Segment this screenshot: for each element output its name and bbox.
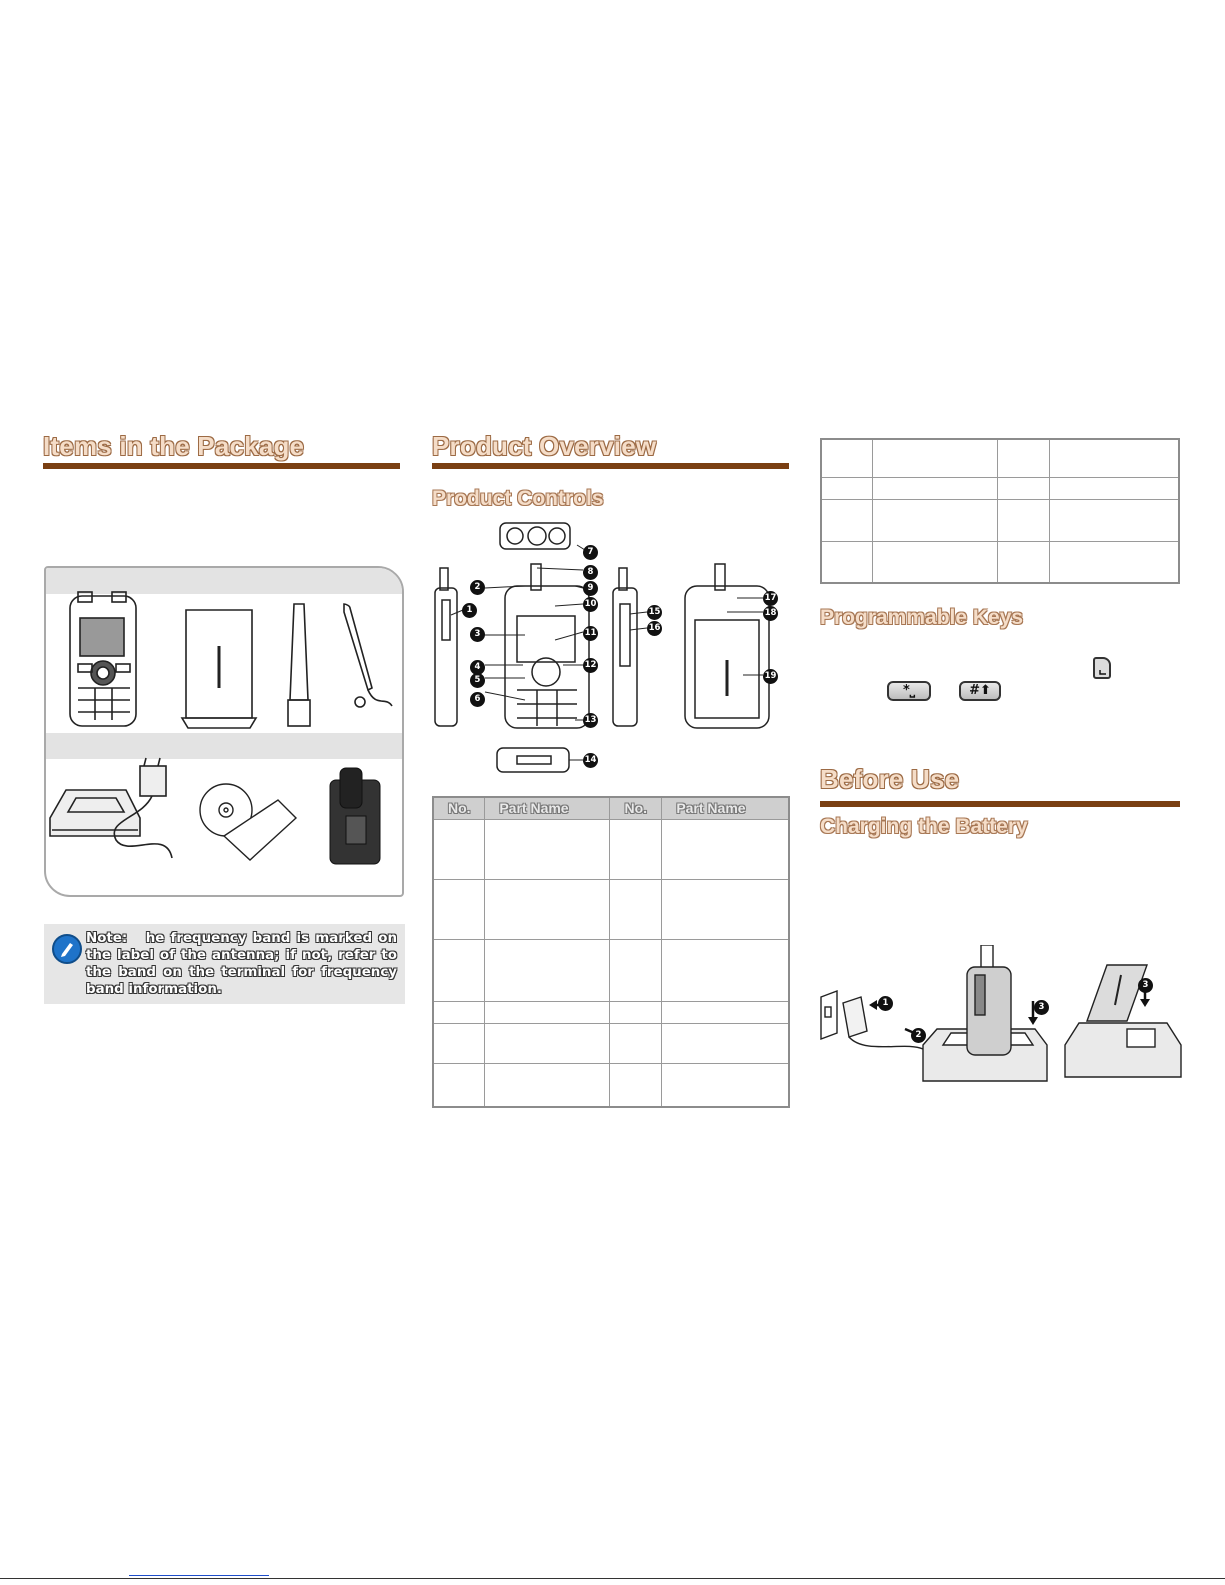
callout-4: 4 (470, 660, 485, 675)
callout-7: 7 (583, 545, 598, 560)
table-row (820, 540, 1180, 584)
callout-5: 5 (470, 673, 485, 688)
product-controls-title: Product Controls (432, 487, 604, 510)
charging-battery-title: Charging the Battery (820, 815, 1028, 838)
radio-bottom-view (496, 747, 570, 773)
callout-leader-lines (450, 544, 763, 761)
callout-2: 2 (470, 580, 485, 595)
callout-6: 6 (470, 692, 485, 707)
belt-clip-icon (329, 767, 381, 865)
radio-right-side-view (612, 567, 638, 727)
table-row (432, 1062, 790, 1108)
note-box: Note: he frequency band is marked on the… (44, 924, 405, 1004)
table-row (820, 476, 1180, 500)
table-row (820, 438, 1180, 478)
callout-9: 9 (583, 581, 598, 596)
callout-1: 1 (462, 603, 477, 618)
items-in-package-title: Items in the Package (43, 431, 305, 461)
callout-17: 17 (763, 591, 778, 606)
radio-top-view (499, 522, 571, 550)
cd-manual-icon (199, 783, 298, 861)
callout-12: 12 (583, 658, 598, 673)
product-controls-diagram (434, 522, 770, 773)
antenna-icon (287, 603, 311, 727)
hash-key-icon: #⬆ (959, 681, 1001, 701)
strap-icon (343, 603, 393, 708)
charge-step-2: 2 (911, 1028, 926, 1043)
callout-11: 11 (583, 626, 598, 641)
callout-16: 16 (647, 621, 662, 636)
table-row (432, 818, 790, 880)
pencil-note-icon (52, 934, 82, 964)
callout-14: 14 (583, 753, 598, 768)
callout-10: 10 (583, 597, 598, 612)
product-overview-title: Product Overview (432, 431, 657, 461)
header-no-1: No. (432, 796, 486, 820)
callout-15: 15 (647, 605, 662, 620)
table-row (432, 1000, 790, 1024)
charge-step-1: 1 (878, 996, 893, 1011)
header-no-2: No. (609, 796, 663, 820)
callout-3: 3 (470, 627, 485, 642)
header-part-name-2: Part Name (661, 796, 790, 820)
items-title-rule (43, 463, 400, 469)
battery-icon (180, 609, 258, 729)
callout-18: 18 (763, 606, 778, 621)
note-body: he frequency band is marked on the label… (86, 931, 397, 997)
note-text: Note: he frequency band is marked on the… (86, 930, 397, 998)
charging-diagram (820, 945, 1182, 1082)
callout-19: 19 (763, 669, 778, 684)
radio-front-view (504, 563, 590, 729)
charger-with-radio-icon (922, 945, 1048, 1082)
package-items-illustration (49, 591, 393, 865)
star-key-icon: *⎵ (887, 681, 931, 701)
radio-left-side-view (434, 567, 458, 727)
footer-link-underline[interactable] (129, 1575, 269, 1576)
wall-outlet-icon (820, 989, 838, 1041)
side-key-icon (1093, 657, 1111, 679)
package-row-band-middle (46, 733, 402, 759)
radio-terminal-icon (69, 591, 137, 727)
callout-8: 8 (583, 565, 598, 580)
table-row (820, 498, 1180, 542)
table-row (432, 1022, 790, 1064)
footer-rule (0, 1578, 1225, 1579)
charge-step-3a: 3 (1034, 1000, 1049, 1015)
radio-back-view (684, 563, 770, 729)
before-use-title: Before Use (820, 764, 960, 794)
programmable-keys-title: Programmable Keys (820, 606, 1024, 629)
parts-table: No. Part Name No. Part Name (432, 796, 790, 1108)
before-use-rule (820, 801, 1180, 807)
power-adapter-icon (842, 996, 924, 1050)
charge-step-3b: 3 (1138, 978, 1153, 993)
package-row-band-top (46, 568, 402, 594)
callout-13: 13 (583, 713, 598, 728)
note-label: Note: (86, 931, 128, 946)
continued-parts-table (820, 438, 1180, 584)
header-part-name-1: Part Name (484, 796, 611, 820)
table-row (432, 878, 790, 940)
charger-with-battery-icon (1064, 964, 1182, 1078)
package-contents-box (44, 566, 404, 897)
overview-title-rule (432, 463, 789, 469)
table-row (432, 938, 790, 1002)
charger-icon (49, 757, 173, 859)
